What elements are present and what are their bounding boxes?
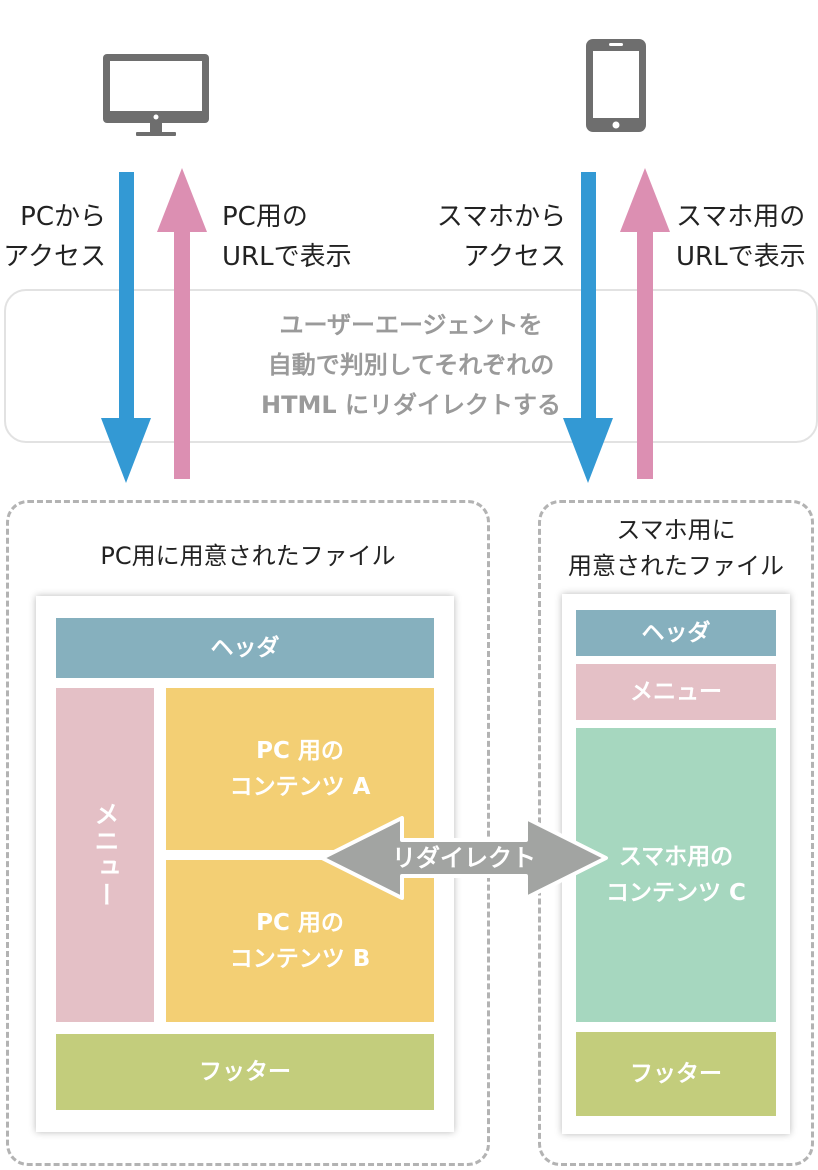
pc-menu-block: メニュー: [56, 688, 154, 1022]
sp-access-arrow: [563, 172, 613, 483]
pc-header-block: ヘッダ: [56, 618, 434, 678]
smartphone-icon: [586, 39, 646, 132]
pc-url-label: PC用の URLで表示: [222, 202, 352, 272]
sp-display-arrow: [620, 168, 670, 479]
sp-menu-block: メニュー: [576, 664, 776, 720]
pc-menu-label: メニュー: [91, 801, 120, 909]
sp-header-block: ヘッダ: [576, 610, 776, 656]
redirect-label: リダイレクト: [392, 844, 536, 872]
desktop-monitor-icon: [103, 54, 209, 136]
sp-file-title: スマホ用に 用意されたファイル: [568, 516, 784, 580]
sp-footer-block: フッター: [576, 1032, 776, 1116]
pc-display-arrow: [157, 168, 207, 479]
redirect-double-arrow: [320, 816, 608, 900]
pc-file-title: PC用に用意されたファイル: [100, 542, 396, 570]
pc-access-arrow: [101, 172, 151, 483]
sp-access-label: スマホから アクセス: [436, 202, 566, 272]
sp-url-label: スマホ用の URLで表示: [676, 202, 806, 272]
sp-content-c-block: スマホ用の コンテンツ C: [576, 728, 776, 1022]
pc-access-label: PCから アクセス: [3, 202, 106, 272]
pc-file-box: [6, 500, 490, 1166]
pc-footer-block: フッター: [56, 1034, 434, 1110]
user-agent-band: [4, 289, 818, 443]
user-agent-description: ユーザーエージェントを 自動で判別してそれぞれの HTML にリダイレクトする: [261, 311, 561, 419]
